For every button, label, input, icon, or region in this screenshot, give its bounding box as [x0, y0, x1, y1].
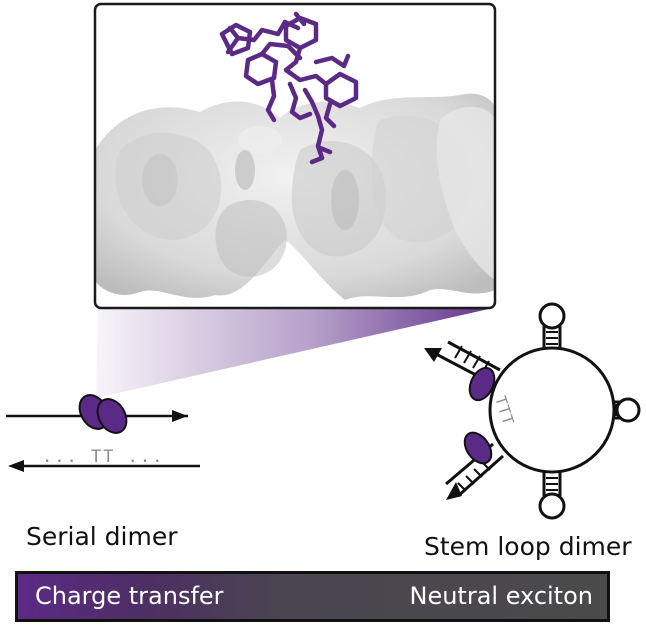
chromophore-sticks	[219, 11, 359, 165]
structure-inset	[93, 2, 497, 310]
hairpin-bottom	[538, 471, 566, 520]
top-strand-arrowhead	[172, 410, 188, 422]
neutral-exciton-label: Neutral exciton	[409, 582, 593, 610]
charge-transfer-label: Charge transfer	[35, 582, 224, 610]
charge-transfer-scale-bar: Charge transfer Neutral exciton	[15, 571, 610, 622]
bottom-strand-arrowhead	[8, 460, 24, 472]
stem-chromophore-2	[463, 431, 493, 465]
serial-dimer-diagram: ... TT ...	[6, 394, 200, 472]
stem-loop-dimer-label: Stem loop dimer	[424, 532, 632, 561]
stem-lower-arrowhead	[446, 482, 462, 500]
bottom-strand-sequence: ... TT ...	[42, 447, 164, 467]
stem-chromophore-1	[468, 366, 496, 402]
hairpin-right	[612, 397, 641, 423]
serial-dimer-label: Serial dimer	[26, 522, 178, 551]
chromophore-ellipse-2	[96, 398, 128, 434]
stem-upper-arrowhead	[424, 348, 442, 362]
stem-loop-diagram: TTT	[424, 302, 641, 520]
hairpin-top	[538, 302, 566, 349]
loop-sequence: TTT	[491, 394, 517, 428]
zoom-wedge	[96, 308, 493, 398]
protein-dna-surface	[95, 93, 495, 300]
loop-ring	[488, 346, 616, 474]
